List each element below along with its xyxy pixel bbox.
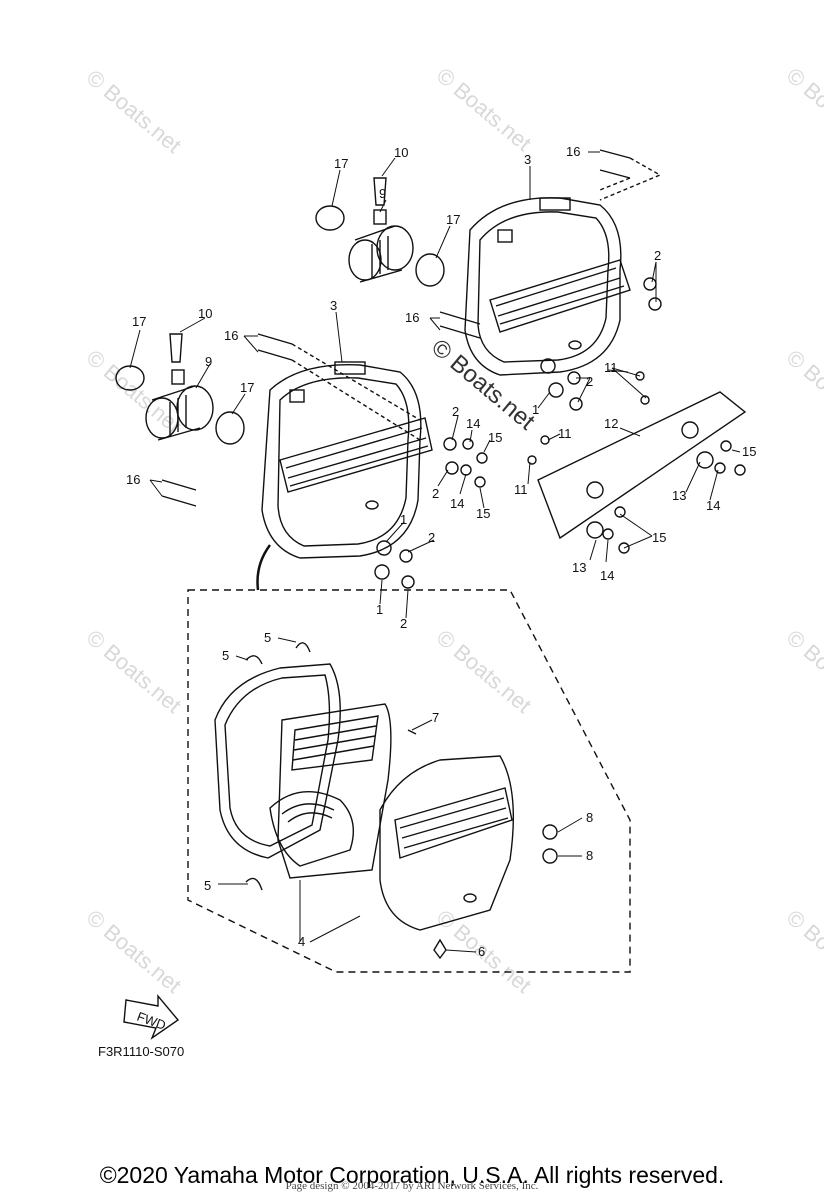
label-2: 2: [654, 248, 661, 263]
watermark: © Boats.net: [432, 63, 536, 156]
air-box-upper-left: [261, 361, 433, 559]
label-16: 16: [405, 310, 419, 325]
label-14: 14: [466, 416, 480, 431]
label-9: 9: [379, 186, 386, 201]
label-14: 14: [706, 498, 720, 513]
watermark: © Boats.net: [782, 625, 824, 718]
label-15: 15: [652, 530, 666, 545]
grommets: [374, 277, 746, 589]
label-2: 2: [452, 404, 459, 419]
label-4: 4: [298, 934, 305, 949]
label-15: 15: [476, 506, 490, 521]
copyright-notice: ©2020 Yamaha Motor Corporation, U.S.A. A…: [99, 1162, 725, 1188]
intake-duct-lower: [115, 333, 245, 445]
exploded-view-frame: [187, 589, 631, 973]
watermarks: © Boats.net © Boats.net © Boats.net © Bo…: [82, 63, 824, 998]
part-labels: 10 17 9 17 3 16 2 16 10 17 9 17 3 16 16 …: [126, 144, 756, 1033]
label-2: 2: [432, 486, 439, 501]
label-2: 2: [586, 374, 593, 389]
label-15: 15: [742, 444, 756, 459]
label-14: 14: [450, 496, 464, 511]
label-11: 11: [558, 426, 572, 441]
label-5: 5: [204, 878, 211, 893]
fwd-label: FWD: [135, 1009, 168, 1033]
label-3: 3: [330, 298, 337, 313]
watermark: © Boats.net: [82, 625, 186, 718]
page-design-credit: Page design © 2004-2017 by ARI Network S…: [285, 1180, 539, 1192]
label-10: 10: [394, 145, 408, 160]
watermark: © Boats.net: [782, 63, 824, 156]
label-8: 8: [586, 810, 593, 825]
leader-lines: [291, 157, 662, 441]
diagram-code: F3R1110-S070: [98, 1044, 185, 1059]
label-1: 1: [376, 602, 383, 617]
label-12: 12: [604, 416, 618, 431]
label-leaders: [129, 151, 741, 953]
watermark: © Boats.net: [82, 65, 186, 158]
bolts-16: [161, 149, 631, 507]
watermark: © Boats.net: [82, 905, 186, 998]
label-16: 16: [566, 144, 580, 159]
connector-curve: [256, 544, 272, 591]
watermark: © Boats.net: [782, 345, 824, 438]
label-3: 3: [524, 152, 531, 167]
label-10: 10: [198, 306, 212, 321]
label-15: 15: [488, 430, 502, 445]
watermark: © Boats.net: [782, 905, 824, 998]
forward-arrow: [123, 994, 180, 1040]
label-13: 13: [672, 488, 686, 503]
label-7: 7: [432, 710, 439, 725]
label-5: 5: [264, 630, 271, 645]
label-8: 8: [586, 848, 593, 863]
exploded-air-box: [214, 642, 558, 960]
mounting-plate: [537, 391, 747, 540]
label-5: 5: [222, 648, 229, 663]
intake-duct-upper: [315, 177, 445, 287]
label-1: 1: [400, 512, 407, 527]
label-2: 2: [400, 616, 407, 631]
label-16: 16: [126, 472, 140, 487]
label-11: 11: [604, 360, 618, 375]
label-9: 9: [205, 354, 212, 369]
label-11: 11: [514, 482, 528, 497]
label-1: 1: [532, 402, 539, 417]
label-6: 6: [478, 944, 485, 959]
label-17: 17: [446, 212, 460, 227]
label-16: 16: [224, 328, 238, 343]
air-box-upper-right: [464, 197, 631, 376]
label-17: 17: [334, 156, 348, 171]
label-13: 13: [572, 560, 586, 575]
label-14: 14: [600, 568, 614, 583]
label-17: 17: [132, 314, 146, 329]
watermark: © Boats.net: [432, 625, 536, 718]
label-17: 17: [240, 380, 254, 395]
watermark-center: © Boats.net: [426, 334, 540, 436]
label-2: 2: [428, 530, 435, 545]
